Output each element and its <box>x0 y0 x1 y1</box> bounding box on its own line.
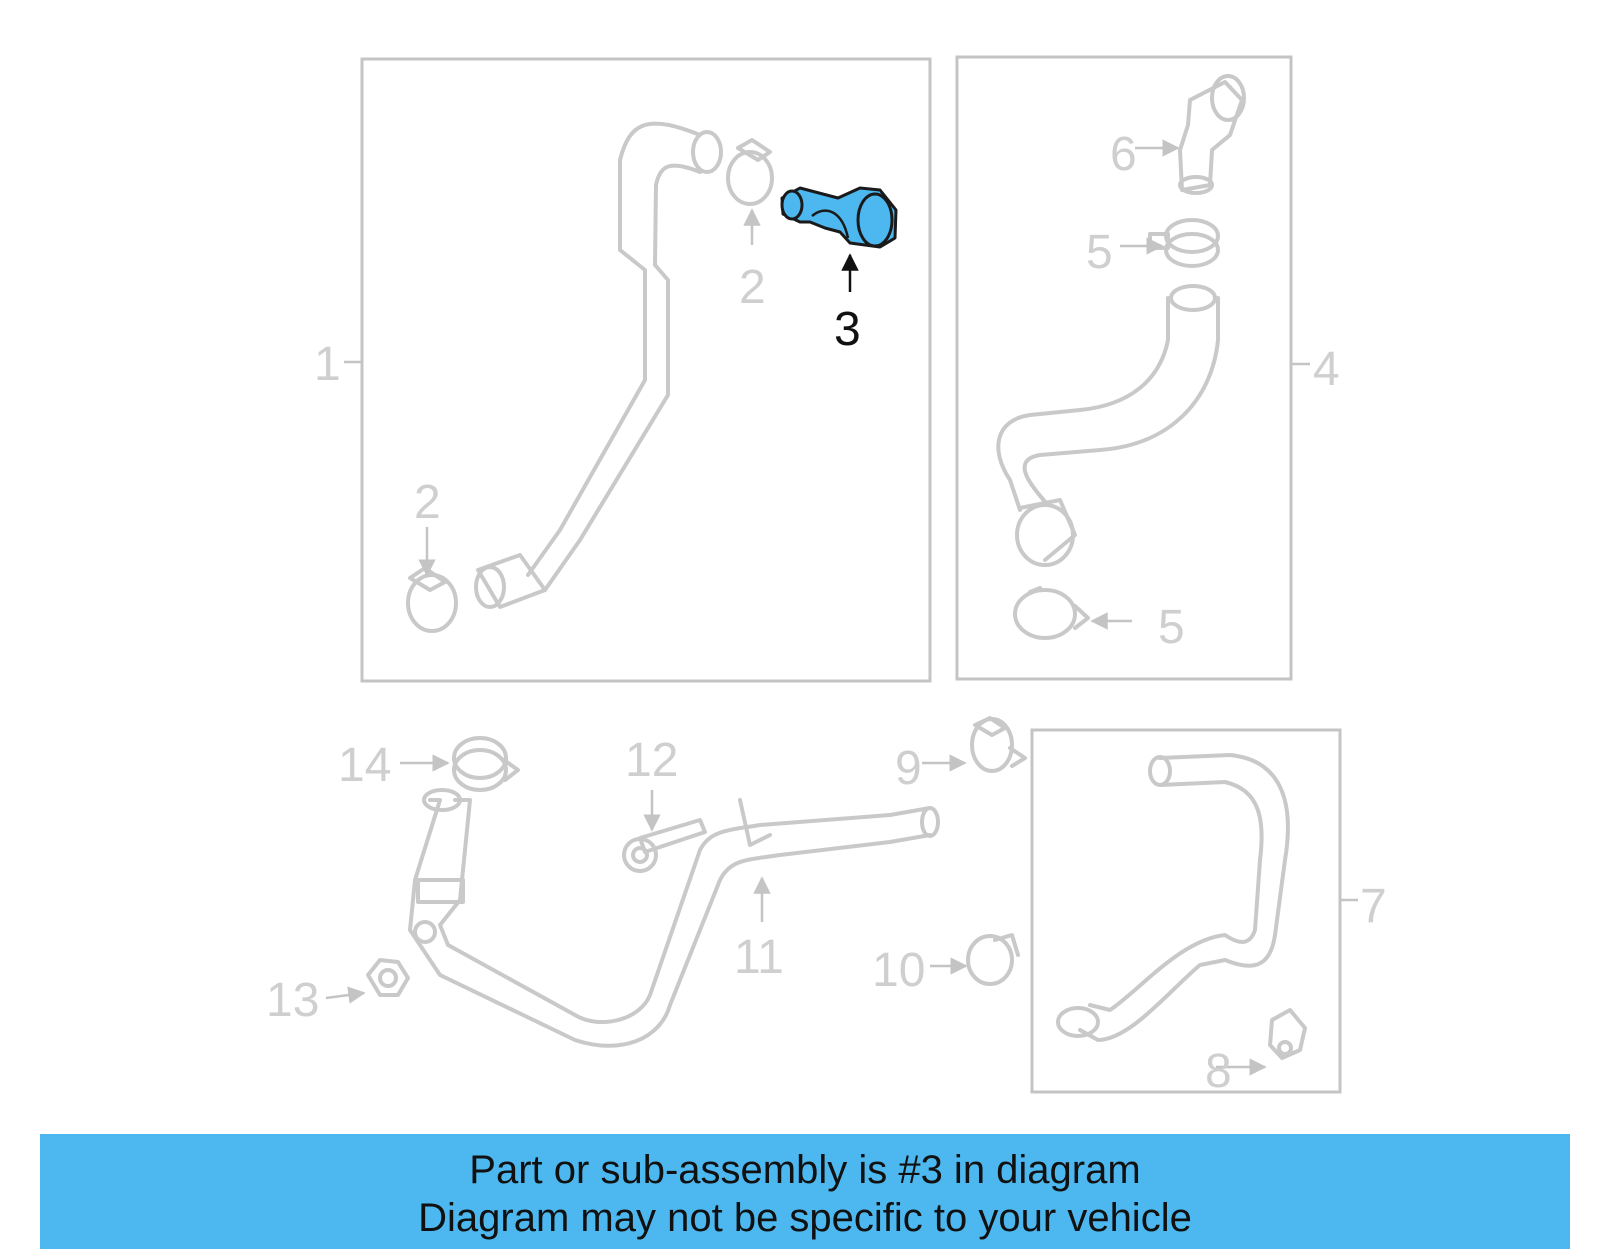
parts-diagram: 1 2 2 3 4 5 5 6 7 8 9 10 11 12 13 14 <box>266 55 1387 1098</box>
callout-12: 12 <box>625 734 678 787</box>
banner-line-1: Part or sub-assembly is #3 in diagram <box>469 1148 1141 1192</box>
clamp-part-5-upper <box>1148 218 1220 268</box>
callout-7: 7 <box>1360 880 1387 933</box>
group-box-7 <box>1030 728 1342 1094</box>
hose-part-1 <box>474 121 723 609</box>
nut-part-13 <box>366 958 410 997</box>
callout-1: 1 <box>314 338 341 391</box>
callout-11: 11 <box>734 931 784 984</box>
clamp-part-2-upper <box>726 138 774 206</box>
callout-13: 13 <box>266 974 319 1027</box>
hose-part-4 <box>996 284 1220 567</box>
banner-line-2: Diagram may not be specific to your vehi… <box>418 1196 1192 1240</box>
callout-3: 3 <box>834 303 861 356</box>
callout-14: 14 <box>338 739 391 792</box>
callout-6: 6 <box>1110 128 1137 181</box>
callout-9: 9 <box>895 742 922 795</box>
callout-10: 10 <box>872 944 925 997</box>
clamp-part-5-lower <box>1013 586 1090 640</box>
pipe-part-11 <box>408 788 940 1048</box>
clamp-part-2-lower <box>406 566 458 633</box>
group-box-4 <box>955 55 1293 681</box>
callout-2-lower: 2 <box>414 476 441 529</box>
clamp-part-14 <box>452 736 520 792</box>
callout-8: 8 <box>1205 1045 1232 1098</box>
callout-5-upper: 5 <box>1086 226 1113 279</box>
info-banner: Part or sub-assembly is #3 in diagram Di… <box>40 1134 1570 1249</box>
callout-5-lower: 5 <box>1158 601 1185 654</box>
hose-part-7 <box>1056 753 1290 1042</box>
highlighted-hose-part-3 <box>780 186 898 249</box>
elbow-part-6 <box>1178 74 1246 195</box>
group-box-1 <box>360 57 932 683</box>
bolt-part-12 <box>622 818 707 873</box>
clamp-part-9 <box>970 716 1027 773</box>
clip-part-8 <box>1268 1008 1307 1060</box>
callout-4: 4 <box>1313 343 1340 396</box>
clamp-part-10 <box>966 933 1020 986</box>
callout-2-upper: 2 <box>739 261 766 314</box>
